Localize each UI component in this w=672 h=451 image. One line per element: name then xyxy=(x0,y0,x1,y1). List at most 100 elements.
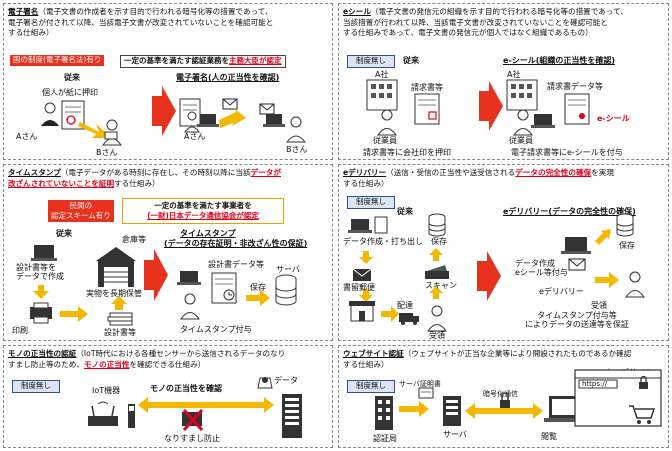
database-icon xyxy=(616,213,634,237)
browser-window-icon xyxy=(574,369,662,427)
big-red-arrow-icon xyxy=(144,249,168,301)
laptop-icon xyxy=(534,114,552,125)
yellow-arrow-icon xyxy=(595,272,619,288)
e-seal-mark-icon xyxy=(579,113,585,119)
design-data-document-icon xyxy=(211,272,237,304)
thing-description: モノの正当性の認証（IoT時代における各種センサーから送信されるデータのなり す… xyxy=(8,349,286,369)
esig-person-a-left: Aさん xyxy=(16,132,38,141)
yellow-arrow-icon xyxy=(595,229,611,245)
person-icon xyxy=(513,109,533,136)
tstamp-design-doc-label: 設計書等 xyxy=(104,328,136,337)
eseal-doc-right: 請求書データ等 xyxy=(547,82,603,91)
person-icon xyxy=(285,116,307,143)
yellow-arrow-icon xyxy=(359,251,373,264)
eseal-title: eシール xyxy=(343,7,371,16)
esig-person-a-right: Aさん xyxy=(184,132,206,141)
thing-title: モノの正当性の認証 xyxy=(8,349,77,358)
tstamp-right-heading-2: (データの存在証明・非改ざん性の保証) xyxy=(164,239,308,248)
orange-double-arrow-icon xyxy=(138,397,274,413)
person-icon xyxy=(102,119,122,146)
tstamp-server-label: サーバ xyxy=(276,265,300,274)
website-server-label: サーバ xyxy=(443,430,467,439)
edeliv-right-heading: eデリバリー(データの完全性の確保) xyxy=(503,207,636,216)
post-office-icon xyxy=(349,301,375,322)
website-encrypted-label: 暗号化通信 xyxy=(483,390,518,398)
tstamp-description: タイムスタンプ（電子データがある時刻に存在し、その時刻以降に当該データが 改ざん… xyxy=(8,168,281,188)
eseal-illustration xyxy=(366,79,590,136)
laptop-icon xyxy=(200,114,216,124)
edeliv-illustration xyxy=(348,213,645,332)
laptop-icon xyxy=(34,245,54,258)
envelope-icon xyxy=(568,258,586,271)
panel-e-delivery: eデリバリー（送信・受信の正当性や送受信されるデータの完全性の確保を実現 する仕… xyxy=(338,164,669,341)
stamp-mark-icon xyxy=(66,115,76,125)
thing-confirm-label: モノの正当性を確認 xyxy=(150,384,222,393)
tstamp-data-doc-label: 設計書データ等 xyxy=(208,260,264,269)
company-stamp-icon xyxy=(428,111,437,120)
website-url-text: https:// xyxy=(582,380,608,388)
sensor-device-icon xyxy=(128,404,135,428)
envelope-icon xyxy=(259,103,275,115)
edeliv-edelivery-label: eデリバリー xyxy=(539,287,584,296)
yellow-arrow-icon xyxy=(78,122,112,138)
tstamp-scheme-badge: 民間の認定スキーム有り xyxy=(48,200,114,222)
eseal-description: eシール（電子文書の発信元の組織を示す目的で行われる暗号化等の措置であって、 当… xyxy=(343,7,628,37)
yellow-arrow-icon xyxy=(359,289,373,302)
yellow-arrow-icon xyxy=(399,401,429,417)
person-icon xyxy=(377,109,397,136)
eseal-caption-left: 請求書等に会社印を押印 xyxy=(363,148,451,157)
router-icon xyxy=(88,401,118,426)
panel-website-authentication: ウェブサイト認証（ウェブサイトが正当な企業等により開設されたものであるか確認 す… xyxy=(338,345,669,448)
website-illustration xyxy=(375,369,662,430)
envelope-icon xyxy=(222,98,238,110)
edeliv-result: タイムスタンプ付与等によりデータの送達等を保証 xyxy=(525,311,629,330)
edeliv-receive-right: 受領 xyxy=(591,301,607,310)
scanner-icon xyxy=(425,265,449,279)
esig-person-b-left: Bさん xyxy=(96,148,118,157)
panel-thing-authentication: モノの正当性の認証（IoT時代における各種センサーから送信されるデータのなり す… xyxy=(3,345,333,448)
yellow-arrow-icon xyxy=(111,296,127,310)
eseal-seal-label: e-シール xyxy=(597,114,630,123)
eseal-left-heading: 従来 xyxy=(403,56,419,65)
yellow-arrow-icon xyxy=(429,248,443,261)
website-title: ウェブサイト認証 xyxy=(343,349,404,358)
esig-standard-box: 一定の基準を満たす認証業務を主務大臣が認定 xyxy=(120,55,286,68)
laptop-icon xyxy=(180,271,198,282)
esig-person-note: 個人が紙に押印 xyxy=(42,88,98,97)
tstamp-keep-label: 実物を長期保管 xyxy=(86,289,142,298)
tstamp-right-heading-1: タイムスタンプ xyxy=(180,229,236,238)
person-icon xyxy=(427,305,447,332)
panel-electronic-signature: 電子署名（電子文書の作成者を示す目的で行われる暗号化等の措置であって、 電子署名… xyxy=(3,3,333,160)
edeliv-left-heading: 従来 xyxy=(397,207,413,216)
eseal-right-heading: e-シール(組織の正当性を確認) xyxy=(503,56,616,65)
esig-traditional-illustration xyxy=(41,86,307,146)
panel-timestamp: タイムスタンプ（電子データがある時刻に存在し、その時刻以降に当該データが 改ざん… xyxy=(3,164,333,341)
yellow-arrow-icon xyxy=(60,306,88,322)
laptop-icon xyxy=(351,219,369,230)
e-document-icon xyxy=(564,93,590,125)
tstamp-warehouse-label: 倉庫等 xyxy=(122,235,146,244)
certificate-icon xyxy=(418,387,434,399)
edeliv-title: eデリバリー xyxy=(343,168,387,177)
yellow-arrow-icon xyxy=(246,290,270,306)
person-icon xyxy=(180,293,200,320)
thing-illustration xyxy=(88,377,302,438)
website-description: ウェブサイト認証（ウェブサイトが正当な企業等により開設されたものであるか確認 す… xyxy=(343,349,632,369)
yellow-arrow-icon xyxy=(219,108,246,128)
yellow-arrow-icon xyxy=(33,285,49,299)
tstamp-illustration xyxy=(30,245,297,326)
eseal-status-badge: 制度無し xyxy=(347,55,395,68)
esig-person-b-right: Bさん xyxy=(286,145,308,154)
edeliv-receive-left: 受領 xyxy=(429,331,445,340)
edeliv-delivery-label: 配達 xyxy=(397,301,413,310)
esig-description: 電子署名（電子文書の作成者を示す目的で行われる暗号化等の措置であって、 電子署名… xyxy=(8,7,274,37)
esig-right-heading: 電子署名(人の正当性を確認) xyxy=(176,73,280,82)
big-red-arrow-icon xyxy=(479,81,503,131)
edeliv-mail-label: 書留郵便 xyxy=(343,283,375,292)
padlock-icon xyxy=(500,392,510,408)
blocked-spoofing-icon xyxy=(182,408,204,432)
edeliv-save-right: 保存 xyxy=(619,241,635,250)
padlock-icon xyxy=(639,375,648,389)
person-icon xyxy=(625,271,645,298)
building-icon xyxy=(506,79,538,111)
